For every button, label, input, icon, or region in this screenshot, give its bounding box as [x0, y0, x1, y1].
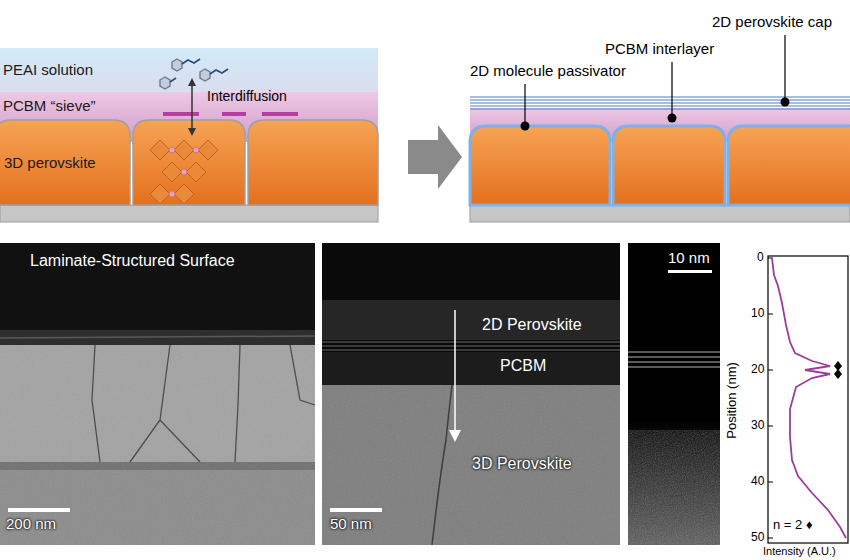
node-text: 2D Perovskite: [482, 316, 582, 334]
node-text: 50 nm: [330, 515, 372, 532]
tick-label: 20: [751, 363, 764, 377]
tem-panel: Laminate-Structured Surface 200 nm: [0, 243, 315, 545]
tem-image-overview: [0, 243, 315, 545]
node-text: 10 nm: [668, 249, 710, 266]
axis-title: Intensity (A.U.): [763, 545, 836, 558]
node-text: Laminate-Structured Surface: [30, 252, 235, 270]
tick-label: 10: [751, 307, 764, 321]
node-text: PCBM “sieve”: [3, 97, 96, 114]
tem-panel: 10 nm: [628, 243, 720, 545]
process-label: Interdiffusion: [207, 88, 287, 104]
node-text: n = 2 ♦: [773, 518, 813, 533]
tem-image-zoom: [628, 243, 720, 545]
axis-title: Position (nm): [724, 362, 739, 439]
node-text: 200 nm: [6, 515, 56, 532]
process-arrow: [408, 125, 462, 189]
node-text: PCBM: [500, 357, 546, 375]
tick-label: 0: [757, 251, 764, 265]
tick-label: 40: [751, 475, 764, 489]
process-schematic: [0, 48, 378, 222]
result-schematic: [470, 35, 850, 222]
tem-image-interface: [322, 243, 620, 545]
callout-label: 2D molecule passivator: [470, 62, 626, 79]
line-profile-plot: [768, 256, 848, 543]
node-text: PEAI solution: [3, 61, 93, 78]
perovskite-band: 3D perovskite: [0, 122, 378, 205]
node-text: 3D Perovskite: [472, 455, 572, 473]
node-text: 3D perovskite: [4, 154, 96, 171]
pcbm-band: PCBM “sieve”: [0, 92, 378, 120]
tick-label: 50: [751, 531, 764, 545]
tem-panel: 2D PerovskitePCBM 3D Perovskite 50 nm: [322, 243, 620, 545]
plot-area: n = 2 ♦: [768, 256, 848, 543]
callout-label: PCBM interlayer: [605, 40, 714, 57]
callout-label: 2D perovskite cap: [712, 13, 832, 30]
tick-label: 30: [751, 419, 764, 433]
solution-band: PEAI solution: [0, 48, 378, 92]
